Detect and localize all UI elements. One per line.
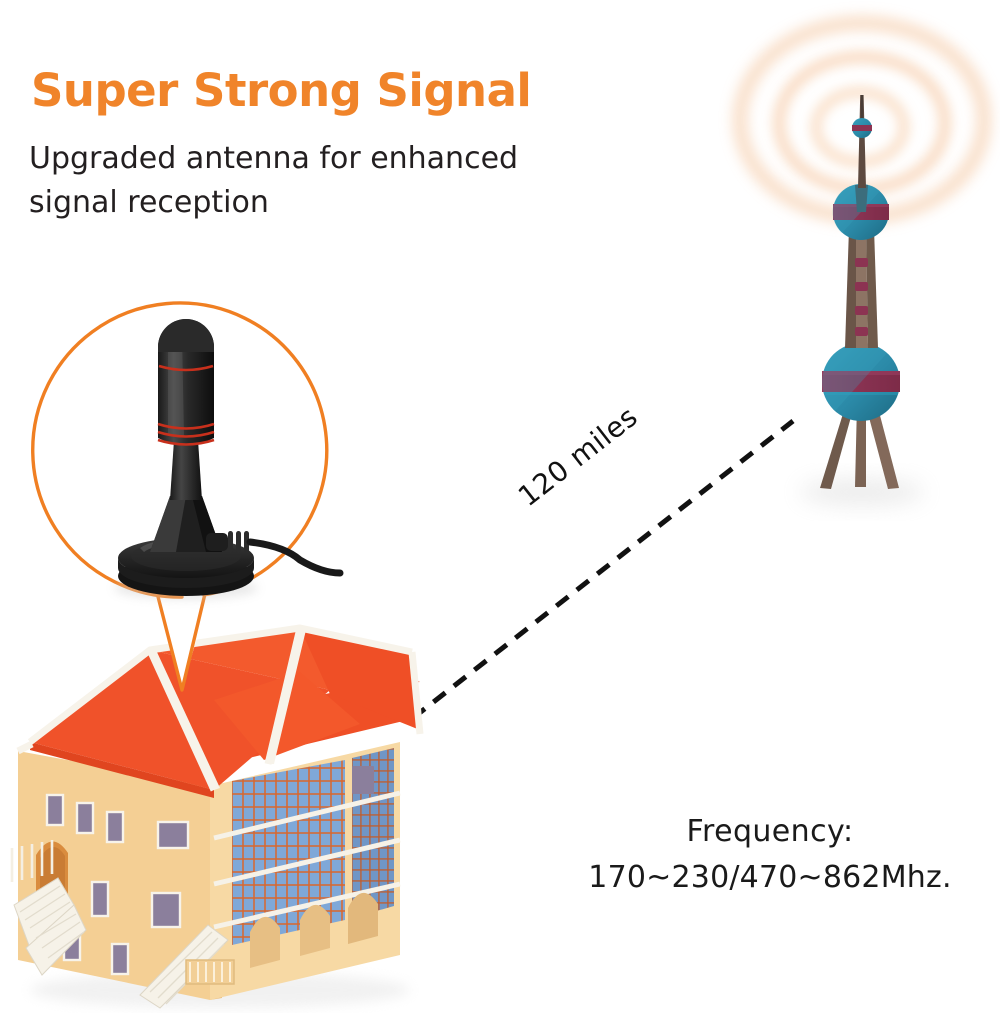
tower-shaft [845,228,878,348]
callout-circle-stroke [31,301,329,599]
house-lower-balcony [185,959,235,985]
frequency-block: Frequency: 170~230/470~862Mhz. [560,812,980,898]
house-ground-shadow [30,972,410,1008]
frequency-label: Frequency: [686,814,854,849]
antenna-accent-rings [157,364,215,446]
house-railing [10,840,54,882]
house-atrium-glass [232,748,394,945]
antenna-cable [206,531,344,577]
antenna-base [118,538,254,596]
house-window-trim [45,793,190,976]
tower-spire-neck [855,185,868,212]
house-staircase-right [139,924,229,1009]
page-subtitle: Upgraded antenna for enhanced signal rec… [29,141,519,221]
house-left-block [18,751,222,1000]
tower-lower-sphere [822,343,900,421]
house-front-door [36,841,68,918]
house-roof-trim [16,624,424,792]
house-staircase-left [13,877,87,976]
signal-ring-inner [811,87,909,167]
antenna-body [158,319,214,445]
antenna-shaft [170,440,202,500]
house-gables [150,628,306,790]
house-arcade [250,892,378,968]
tower-ground-shadow [800,479,924,505]
signal-ring-middle [773,51,951,195]
distance-dashed-line [411,419,795,720]
tower-spire [858,95,866,188]
house-right-block [210,742,400,1000]
house-windows [47,766,374,974]
antenna-neck-joint [150,496,222,552]
page-title: Super Strong Signal [31,64,532,117]
tower-top-ball [852,118,872,138]
signal-ring-outer [733,16,991,224]
tower-upper-sphere [832,183,889,240]
house-balcony-rails [213,790,401,930]
tower-legs [820,404,899,489]
callout-tail [153,575,211,692]
distance-label: 120 miles [512,399,644,514]
antenna-base-shadow [114,577,258,599]
frequency-value: 170~230/470~862Mhz. [588,860,952,896]
accent-ring-top [158,364,214,372]
house-roof [30,628,420,798]
